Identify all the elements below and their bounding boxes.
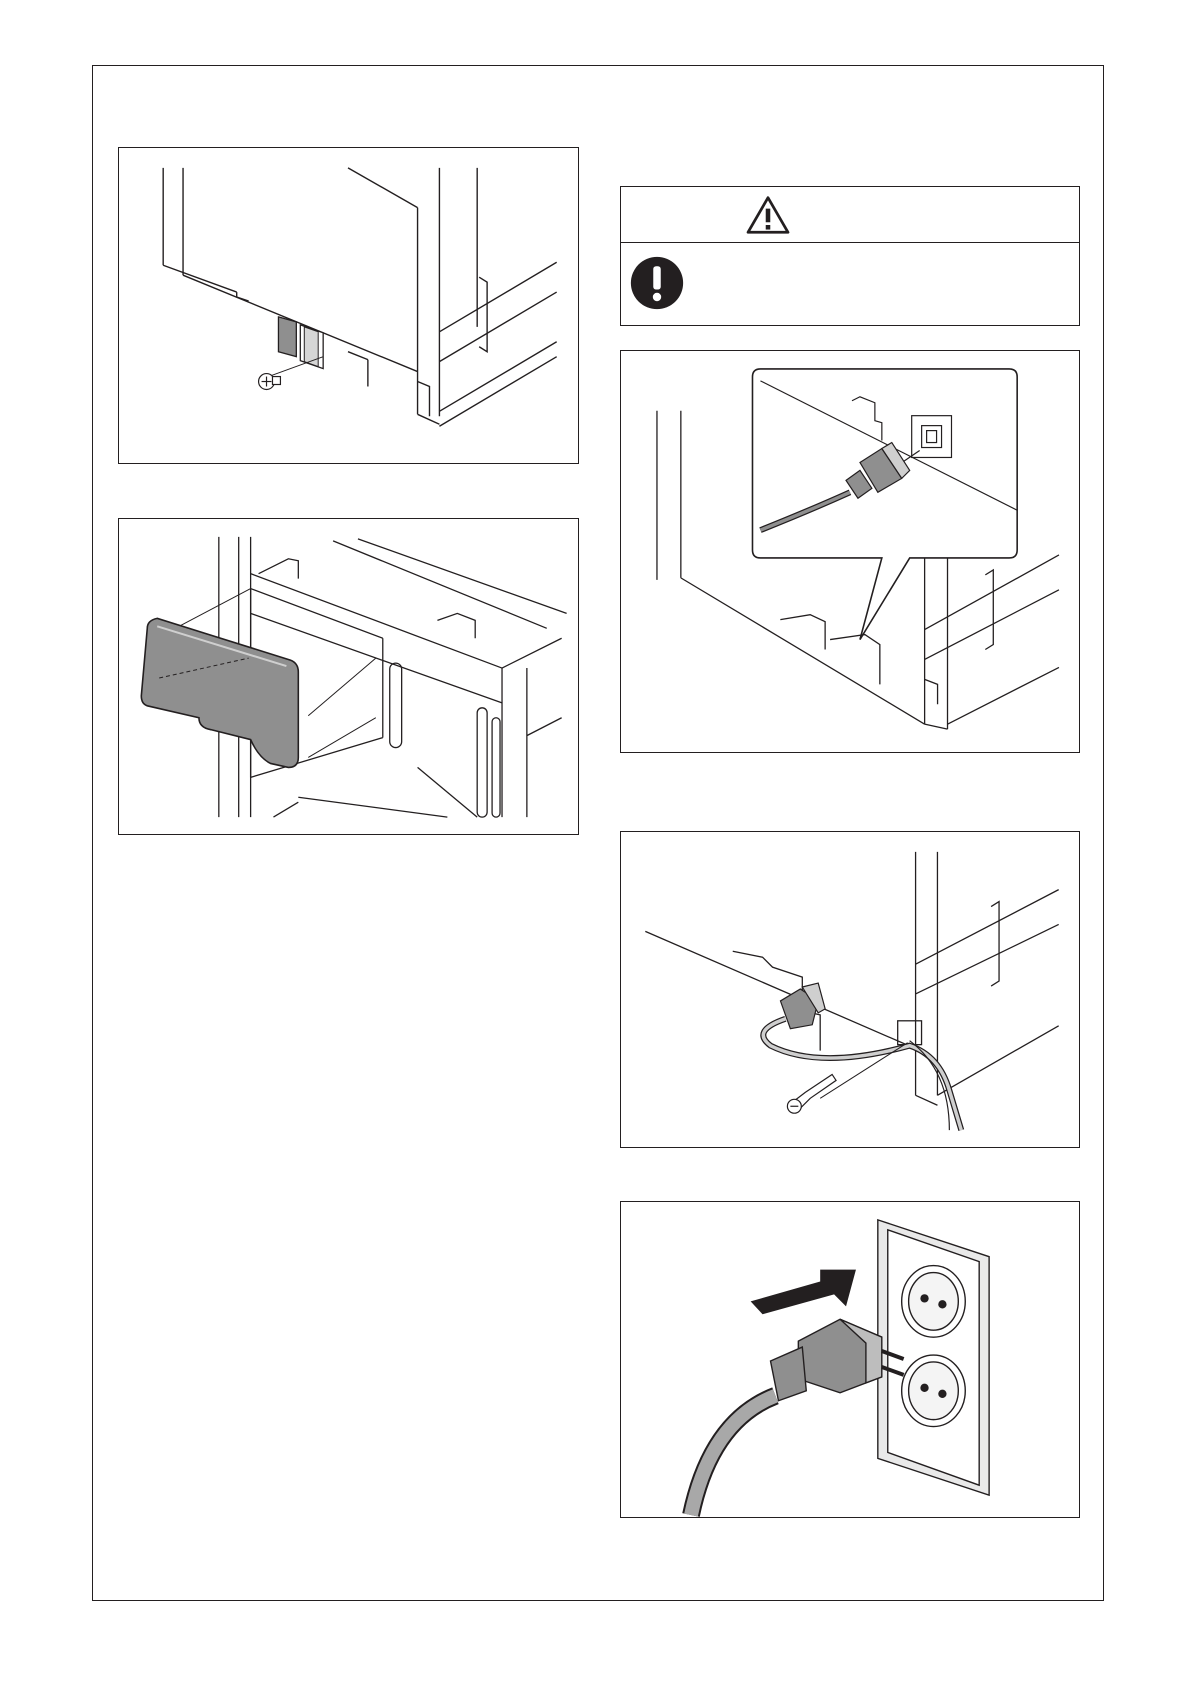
arrow-icon — [751, 1270, 856, 1315]
screw-icon — [259, 374, 281, 390]
warning-triangle-icon — [745, 195, 791, 235]
printer-rear-screw-illustration — [119, 148, 578, 463]
figure-remove-cover-screw — [118, 147, 579, 464]
power-cord-inlet-illustration — [621, 351, 1079, 752]
figure-remove-side-cover — [118, 518, 579, 835]
side-cover-part — [141, 618, 298, 767]
side-cover-removal-illustration — [119, 519, 578, 834]
figure-connect-power-cord — [620, 350, 1080, 753]
screw-icon — [787, 1074, 836, 1113]
mandatory-action-icon — [629, 255, 685, 311]
cord-clamp-illustration — [621, 832, 1079, 1147]
callout-bubble — [752, 369, 1017, 640]
warning-header — [621, 187, 1079, 243]
warning-box — [620, 186, 1080, 326]
figure-plug-into-outlet — [620, 1201, 1080, 1518]
wall-outlet-plug-illustration — [621, 1202, 1079, 1517]
figure-secure-cord-clamp — [620, 831, 1080, 1148]
